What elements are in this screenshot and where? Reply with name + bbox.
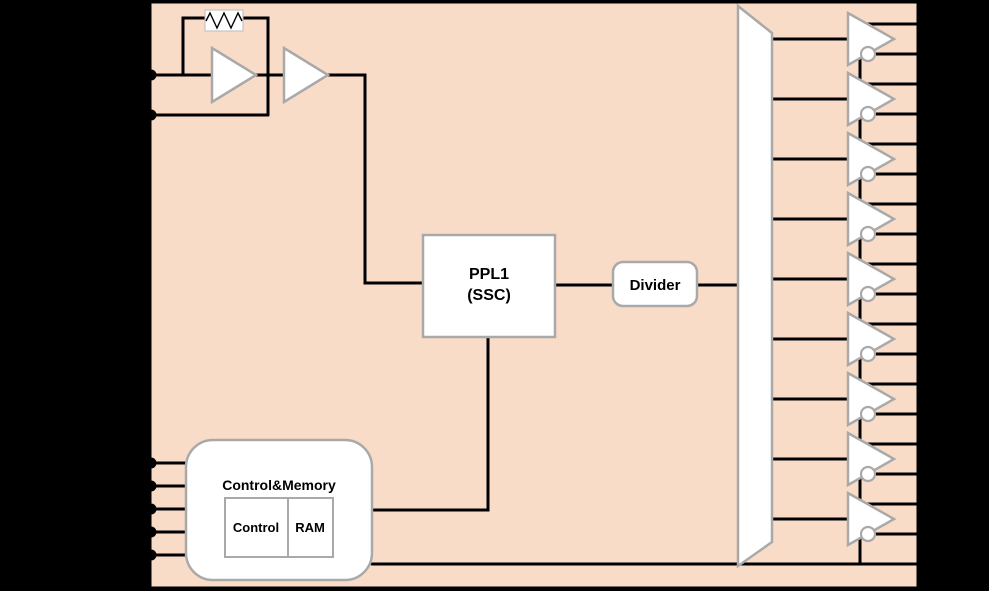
pll-label-line1: PPL1: [469, 266, 509, 283]
pin-dot-control-input: [145, 549, 157, 561]
inversion-bubble-icon: [859, 45, 877, 63]
fanout-mux: [736, 3, 774, 569]
pin-dot-control-input: [145, 526, 157, 538]
ram-cell-label: RAM: [295, 520, 325, 535]
divider-label: Divider: [630, 277, 681, 294]
pin-dot-xout: [145, 109, 157, 121]
wire-feedback-left: [181, 16, 207, 77]
crystal-oscillator: [204, 9, 331, 105]
ram-cell: [287, 497, 334, 558]
wire-control-to-pll: [370, 335, 490, 512]
inversion-bubble-icon: [859, 525, 877, 543]
osc-amp2: [282, 45, 331, 105]
control-cell-label: Control: [233, 520, 279, 535]
pin-dot-control-input: [145, 457, 157, 469]
wire-feedback-right: [241, 16, 270, 117]
pll-label-line2: (SSC): [467, 287, 511, 304]
inversion-bubble-icon: [859, 465, 877, 483]
output-buffers: [846, 10, 897, 548]
resistor-zigzag-icon: [205, 11, 243, 30]
pin-dot-control-input: [145, 503, 157, 515]
inversion-bubble-icon: [859, 105, 877, 123]
feedback-resistor-body: [204, 9, 244, 32]
wire-osc-to-pll: [326, 73, 425, 285]
inversion-bubble-icon: [859, 285, 877, 303]
inversion-bubble-icon: [859, 225, 877, 243]
pin-dot-xin: [145, 69, 157, 81]
osc-amp1: [210, 45, 259, 105]
inversion-bubble-icon: [859, 165, 877, 183]
pll-block: PPL1 (SSC): [421, 233, 557, 339]
inversion-bubble-icon: [859, 345, 877, 363]
control-memory-block: Control&Memory Control RAM: [184, 438, 374, 582]
wires: [145, 16, 928, 566]
generated-wires: [145, 22, 928, 561]
divider-block: Divider: [611, 260, 699, 308]
pin-dot-control-input: [145, 480, 157, 492]
inversion-bubble-icon: [859, 405, 877, 423]
pll-box: [421, 233, 557, 339]
control-memory-title: Control&Memory: [222, 477, 336, 493]
divider-box: [611, 260, 699, 308]
